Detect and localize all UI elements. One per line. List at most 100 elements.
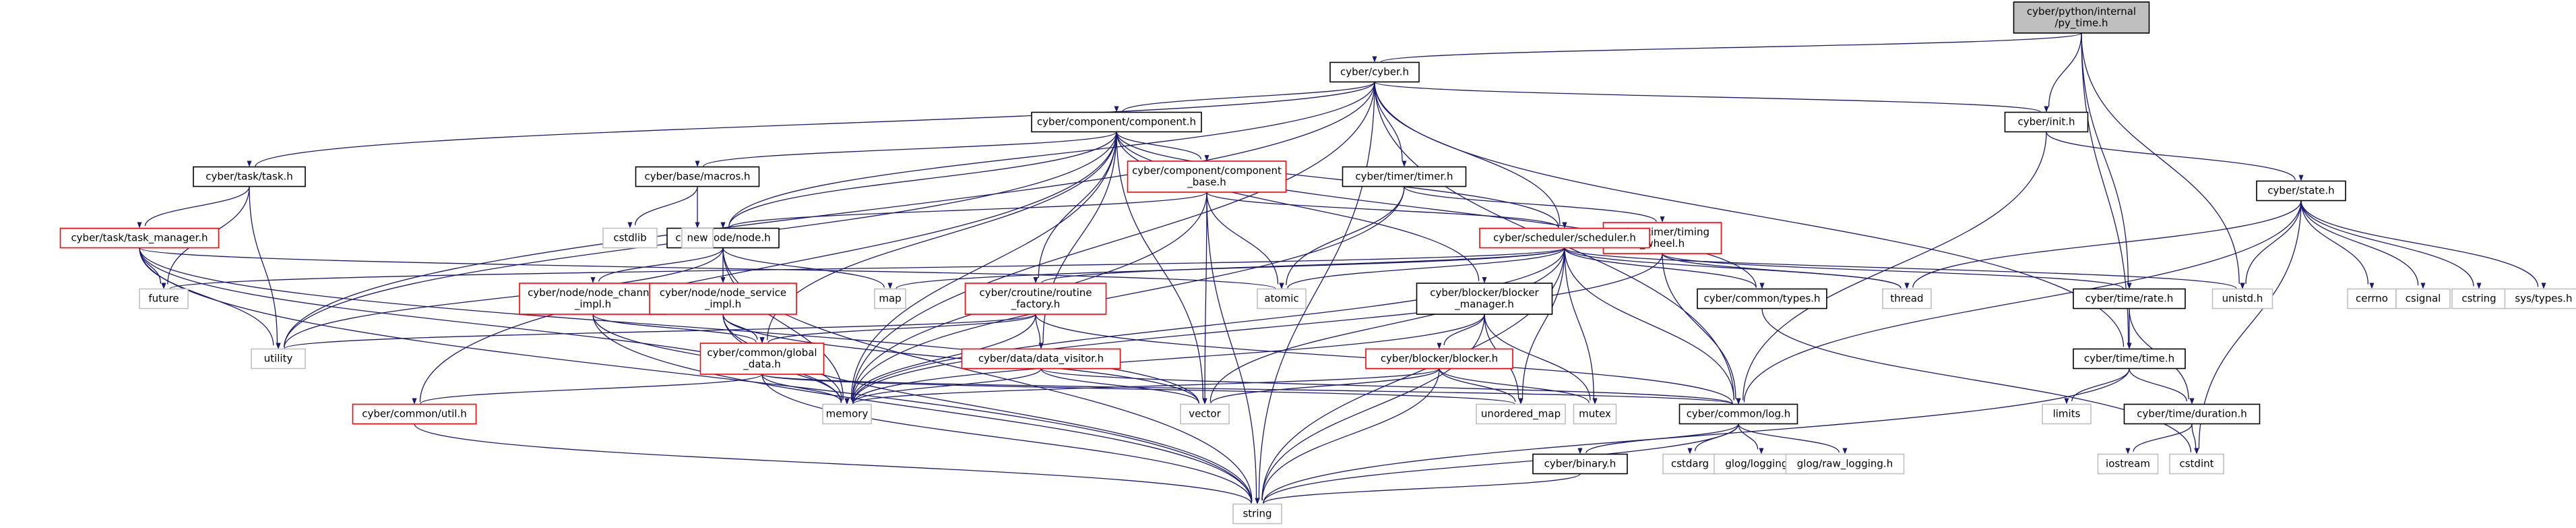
node-node_channel[interactable]: cyber/node/node_channel_impl.h: [519, 283, 667, 315]
edge-line: [2300, 200, 2474, 287]
node-log[interactable]: cyber/common/log.h: [1678, 403, 1798, 425]
edge-blocker-to-memory: [844, 368, 1440, 405]
edge-line: [761, 374, 1252, 503]
edge-state-to-thread: [1904, 200, 2302, 289]
node-node_service[interactable]: cyber/node/node_service_impl.h: [649, 283, 797, 315]
edge-line: [1743, 200, 2302, 403]
edge-line: [728, 192, 1207, 229]
node-task_manager[interactable]: cyber/task/task_manager.h: [59, 227, 220, 249]
edge-line: [1662, 253, 2124, 289]
node-cyber_h[interactable]: cyber/cyber.h: [1329, 61, 1420, 83]
node-new: new: [681, 227, 714, 249]
node-label: cyber/task/task.h: [206, 171, 293, 183]
arrowhead: [695, 160, 700, 167]
node-global_data[interactable]: cyber/common/global_data.h: [699, 343, 825, 375]
edge-line: [1116, 131, 1559, 227]
node-time[interactable]: cyber/time/time.h: [2073, 348, 2186, 370]
node-routine_factory[interactable]: cyber/croutine/routine_factory.h: [964, 283, 1107, 315]
arrowhead: [1204, 155, 1210, 161]
node-task[interactable]: cyber/task/task.h: [193, 166, 306, 187]
edge-line: [2046, 131, 2296, 180]
node-cerrno: cerrno: [2347, 288, 2397, 310]
node-utility: utility: [251, 348, 306, 370]
node-memory: memory: [822, 403, 872, 425]
node-unistd: unistd.h: [2211, 288, 2273, 310]
node-box: [822, 403, 872, 425]
edge-py_time-to-cyber_h: [1372, 32, 2082, 63]
node-box: [1031, 111, 1202, 133]
edge-line: [420, 374, 763, 405]
node-box: [1180, 403, 1230, 425]
node-cstdarg: cstdarg: [1662, 453, 1718, 475]
node-data_visitor[interactable]: cyber/data/data_visitor.h: [961, 348, 1121, 370]
arrowhead: [2189, 398, 2195, 405]
node-macros[interactable]: cyber/base/macros.h: [635, 166, 760, 187]
arrowhead: [1255, 498, 1260, 504]
node-cstdint: cstdint: [2169, 453, 2224, 475]
node-duration[interactable]: cyber/time/duration.h: [2123, 403, 2261, 425]
edge-macros-to-cstdlib: [627, 186, 698, 229]
node-box: [1365, 348, 1513, 370]
node-label: cyber/time/time.h: [2084, 353, 2174, 365]
node-binary[interactable]: cyber/binary.h: [1532, 453, 1628, 475]
node-label: cyber/binary.h: [1544, 458, 1616, 470]
edge-line: [284, 314, 1036, 349]
edge-line: [1564, 247, 1902, 289]
node-common_types[interactable]: cyber/common/types.h: [1697, 288, 1827, 310]
arrowhead: [2476, 283, 2482, 289]
arrowhead: [720, 277, 726, 283]
node-util[interactable]: cyber/common/util.h: [352, 403, 477, 425]
node-component_base[interactable]: cyber/component/component_base.h: [1127, 160, 1287, 193]
edge-line: [255, 82, 1375, 167]
arrowhead: [2064, 398, 2069, 405]
node-label: thread: [1890, 293, 1923, 305]
edge-line: [1484, 314, 1591, 401]
node-label: sys/types.h: [2515, 293, 2572, 305]
arrowhead: [1759, 283, 1765, 289]
edge-line: [761, 374, 842, 403]
node-iostream: iostream: [2097, 453, 2159, 475]
node-label: cyber/common/log.h: [1687, 408, 1791, 420]
edge-line: [1263, 423, 1739, 504]
edge-blocker-to-string: [1255, 368, 1440, 504]
arrowhead: [1279, 283, 1284, 289]
edge-component-to-macros: [695, 131, 1117, 167]
node-label: cerrno: [2356, 293, 2388, 305]
arrowhead: [1372, 56, 1377, 63]
node-blocker_manager[interactable]: cyber/blocker/blocker_manager.h: [1416, 283, 1553, 315]
edge-component_base-to-scheduler: [1206, 192, 1567, 229]
node-timer[interactable]: cyber/timer/timer.h: [1342, 166, 1467, 187]
node-box: [2123, 403, 2261, 425]
node-state[interactable]: cyber/state.h: [2256, 180, 2346, 202]
edge-line: [728, 131, 1117, 227]
edge-line: [2129, 368, 2187, 402]
node-init[interactable]: cyber/init.h: [2004, 111, 2089, 133]
edge-line: [1742, 131, 2047, 401]
arrowhead: [2298, 175, 2304, 181]
edge-component-to-data_visitor: [1038, 131, 1117, 349]
node-box: [1697, 288, 1827, 310]
edge-scheduler-to-atomic: [1279, 247, 1565, 289]
edge-line: [598, 247, 724, 282]
edge-line: [1912, 200, 2302, 288]
edge-component-to-node: [720, 131, 1117, 229]
edge-line: [1261, 368, 1440, 501]
node-rate[interactable]: cyber/time/rate.h: [2073, 288, 2186, 310]
edge-line: [284, 82, 1375, 348]
edge-line: [2133, 423, 2193, 452]
arrowhead: [1402, 160, 1407, 167]
node-scheduler[interactable]: cyber/scheduler/scheduler.h: [1479, 227, 1650, 249]
arrowhead: [2420, 283, 2426, 289]
node-component[interactable]: cyber/component/component.h: [1031, 111, 1202, 133]
edge-time-to-string: [1255, 368, 2130, 504]
edge-line: [1116, 131, 1203, 399]
edge-line: [1662, 253, 1736, 399]
node-box: [139, 288, 189, 310]
arrowhead: [137, 222, 142, 229]
edge-util-to-string: [414, 423, 1260, 504]
node-box: [1127, 160, 1287, 193]
node-label: _base.h: [1187, 176, 1226, 189]
edge-line: [249, 186, 278, 343]
edge-line: [852, 186, 1405, 403]
node-blocker[interactable]: cyber/blocker/blocker.h: [1365, 348, 1513, 370]
